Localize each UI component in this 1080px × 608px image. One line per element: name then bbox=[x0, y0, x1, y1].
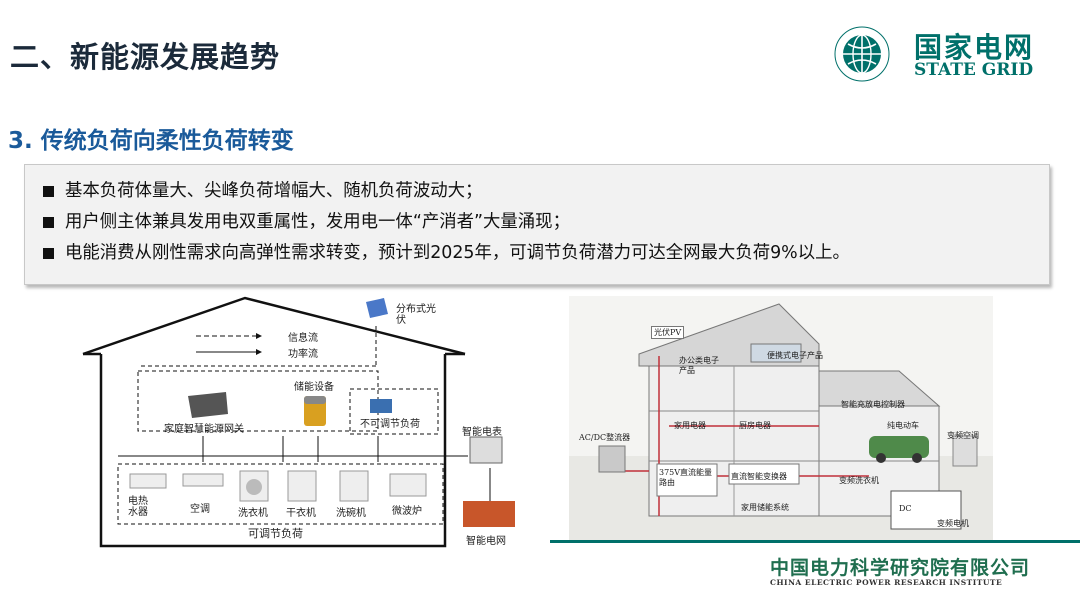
footer-org-cn: 中国电力科学研究院有限公司 bbox=[770, 553, 1030, 580]
vf-washer-label: 变频洗衣机 bbox=[839, 475, 879, 486]
pv-label: 光伏PV bbox=[651, 326, 684, 339]
energy-router-label: 375V直流能量路由 bbox=[659, 468, 717, 488]
legend-power-flow: 功率流 bbox=[288, 345, 318, 360]
dc-transformer-label: 直流智能变换器 bbox=[731, 471, 787, 482]
logo-text-en: STATE GRID bbox=[914, 60, 1033, 80]
appliance-label: 电热水器 bbox=[128, 496, 150, 518]
footer-org-en: CHINA ELECTRIC POWER RESEARCH INSTITUTE bbox=[770, 578, 1002, 587]
appliance-label: 洗碗机 bbox=[336, 504, 366, 519]
dc-label: DC bbox=[899, 504, 912, 513]
home-storage-label: 家用储能系统 bbox=[741, 502, 789, 513]
legend-info-flow: 信息流 bbox=[288, 329, 318, 344]
state-grid-logo: 国家电网 STATE GRID bbox=[828, 22, 1048, 86]
page-title: 二、新能源发展趋势 bbox=[10, 34, 280, 76]
appliance-label: 洗衣机 bbox=[238, 504, 268, 519]
meter-label: 智能电表 bbox=[462, 423, 502, 438]
globe-logo-icon bbox=[828, 22, 908, 86]
bullet-item: 基本负荷体量大、尖峰负荷增幅大、随机负荷波动大； bbox=[41, 176, 1033, 207]
gateway-label: 家庭智慧能源网关 bbox=[164, 424, 264, 435]
ev-label: 纯电动车 bbox=[887, 420, 919, 431]
section-subtitle: 3. 传统负荷向柔性负荷转变 bbox=[8, 121, 294, 155]
kitchen-appliance-label: 厨房电器 bbox=[739, 420, 771, 431]
appliance-label: 家用电器 bbox=[674, 420, 706, 431]
pv-label: 分布式光伏 bbox=[396, 304, 436, 326]
dc-home-illustration: 光伏PV 办公类电子产品 便携式电子产品 智能充放电控制器 AC/DC整流器 家… bbox=[569, 296, 993, 543]
bullet-item: 电能消费从刚性需求向高弹性需求转变，预计到2025年，可调节负荷潜力可达全网最大… bbox=[41, 238, 1033, 269]
non-adjustable-label: 不可调节负荷 bbox=[360, 415, 420, 430]
house-energy-diagram: 分布式光伏 信息流 功率流 储能设备 家庭智慧能源网关 不可调节负荷 智能电表 … bbox=[78, 296, 530, 556]
appliance-label: 空调 bbox=[190, 500, 210, 515]
charge-controller-label: 智能充放电控制器 bbox=[841, 399, 905, 410]
grid-label: 智能电网 bbox=[466, 532, 506, 547]
adjustable-label: 可调节负荷 bbox=[248, 525, 303, 541]
bullet-box: 基本负荷体量大、尖峰负荷增幅大、随机负荷波动大； 用户侧主体兼具发用电双重属性，… bbox=[24, 164, 1050, 285]
portable-electronics-label: 便携式电子产品 bbox=[767, 350, 823, 361]
appliance-label: 干衣机 bbox=[286, 504, 316, 519]
footer-divider bbox=[550, 540, 1080, 543]
acdc-rectifier-label: AC/DC整流器 bbox=[579, 432, 630, 443]
appliance-label: 微波炉 bbox=[392, 502, 422, 517]
vf-motor-label: 变频电机 bbox=[937, 518, 969, 529]
vf-ac-label: 变频空调 bbox=[947, 430, 979, 441]
office-electronics-label: 办公类电子产品 bbox=[679, 356, 719, 376]
storage-label: 储能设备 bbox=[294, 378, 334, 393]
bullet-item: 用户侧主体兼具发用电双重属性，发用电一体“产消者”大量涌现； bbox=[41, 207, 1033, 238]
